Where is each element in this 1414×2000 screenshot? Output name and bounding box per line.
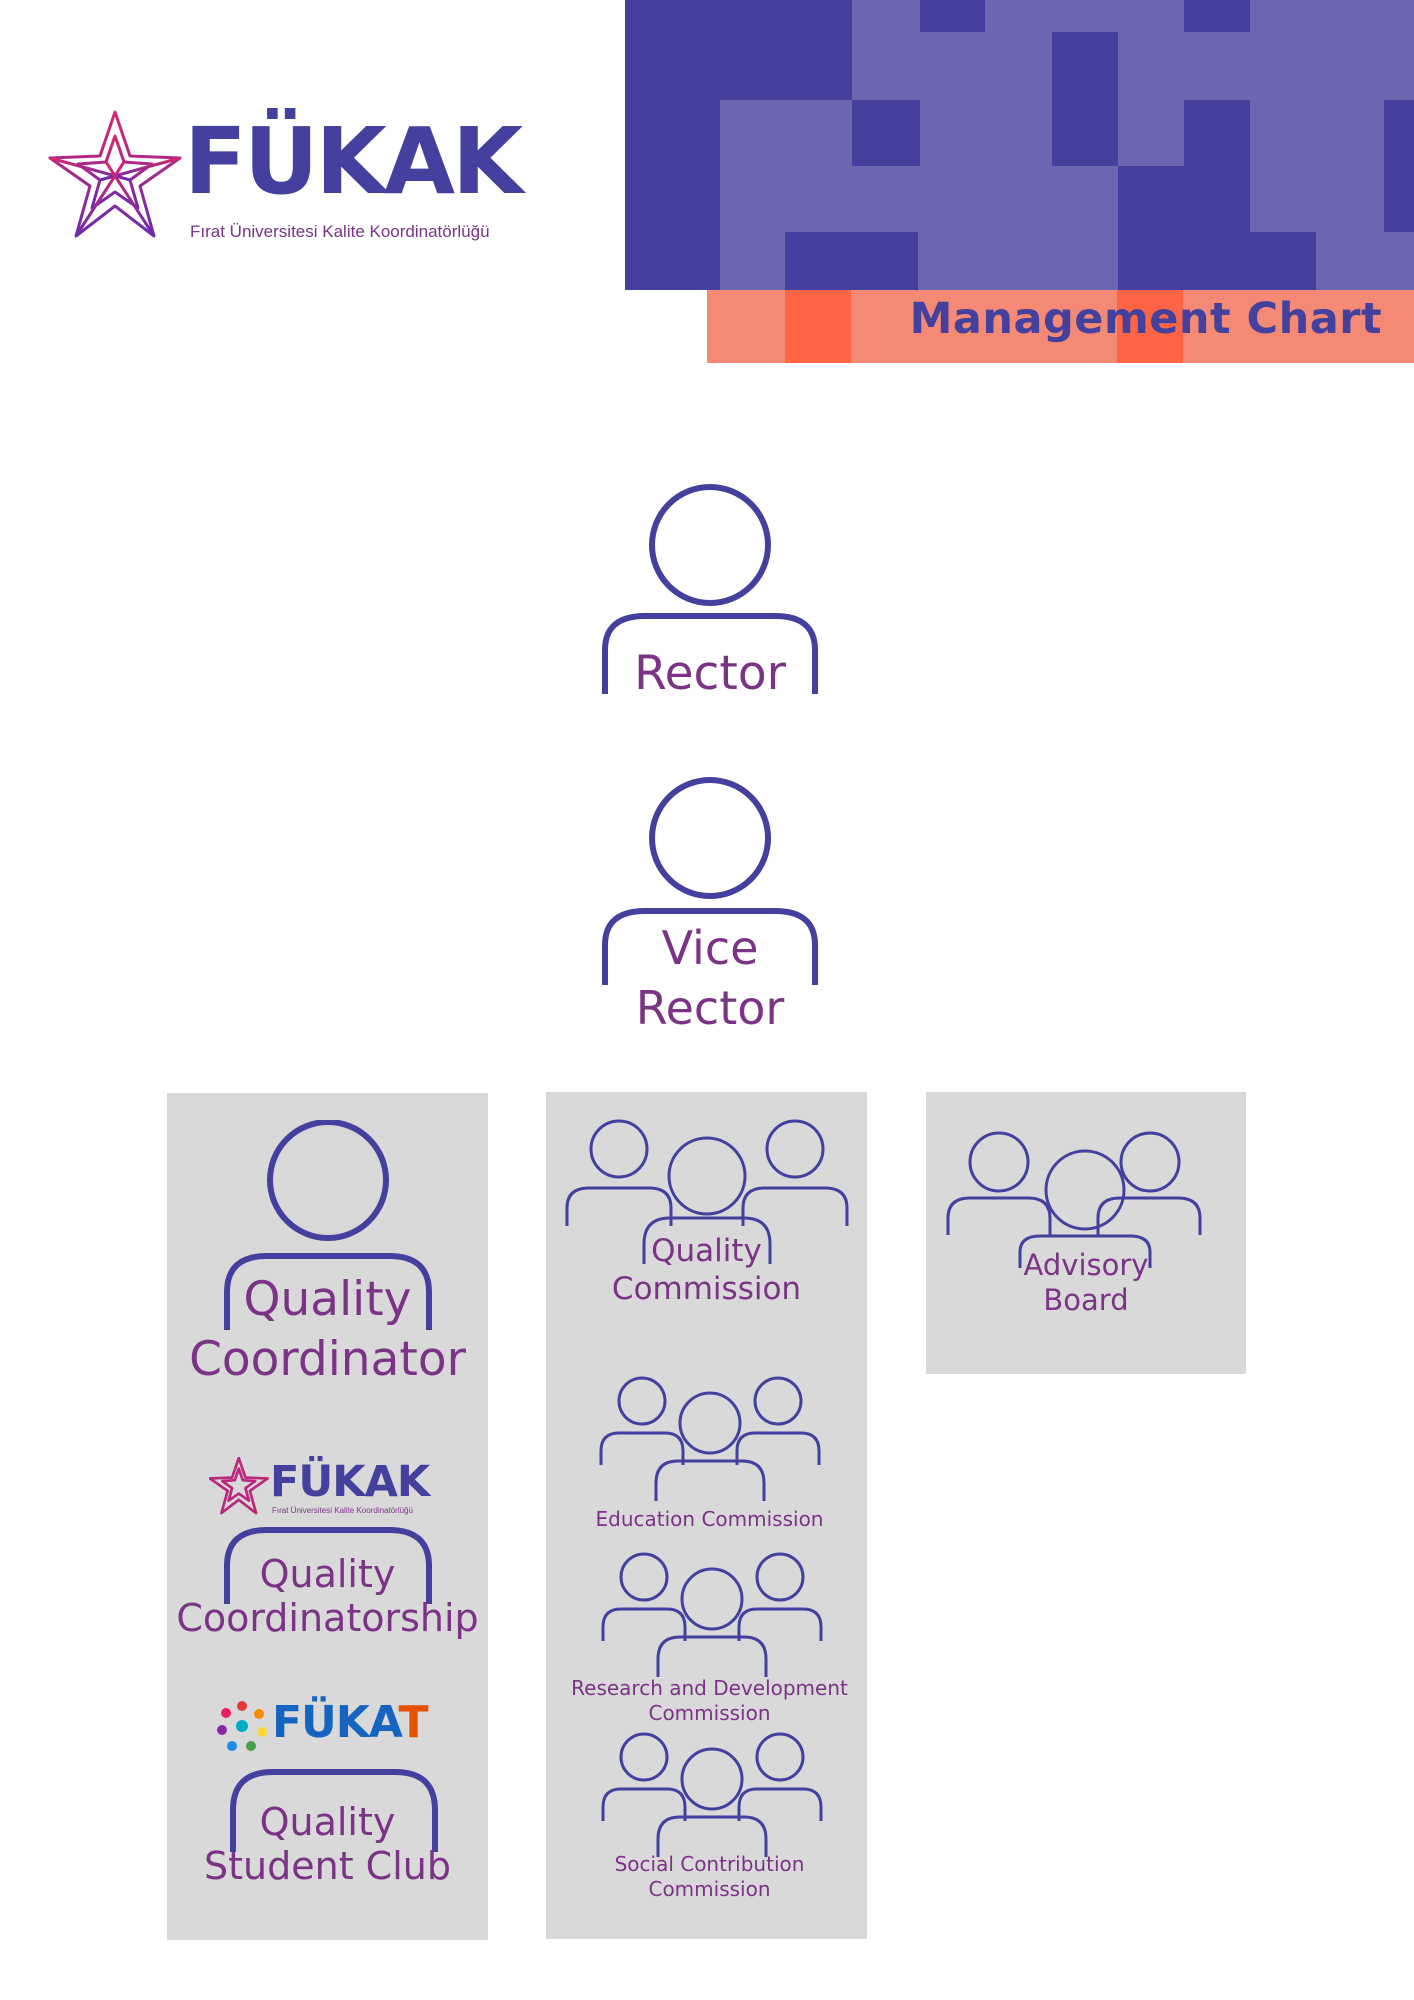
advisory-board-line2: Board [1043,1283,1129,1317]
fukat-logo-main: FÜKA [272,1697,400,1748]
quality-commission-label: Quality Commission [546,1232,867,1308]
rector-person-icon [602,484,818,694]
vice-rector-line2: Rector [635,981,785,1035]
quality-coordinator-label: Quality Coordinator [167,1270,488,1390]
page-title: Management Chart [909,294,1382,344]
social-commission-group-icon [601,1732,823,1857]
star-logo-icon [48,110,182,238]
social-commission-line1: Social Contribution [614,1852,805,1876]
vice-rector-person-icon [602,777,818,985]
student-club-label: Quality Student Club [167,1800,488,1888]
coordinatorship-shoulders-icon [224,1527,432,1604]
education-commission-group-icon [599,1376,821,1501]
logo-wordmark: FÜKAK [184,108,523,215]
vice-rector-line1: Vice [661,921,759,975]
mini-logo-subtitle: Fırat Üniversitesi Kalite Koordinatörlüğ… [272,1506,413,1515]
research-commission-line1: Research and Development [571,1676,848,1700]
advisory-board-group-icon [946,1131,1202,1268]
social-commission-line2: Commission [648,1877,771,1901]
header-mosaic [625,0,1414,290]
fukat-logo-last: T [398,1697,429,1748]
coordinatorship-label: Quality Coordinatorship [167,1552,488,1640]
mini-star-logo-icon [209,1457,269,1515]
rector-label: Rector [634,646,786,701]
research-commission-label: Research and Development Commission [546,1676,873,1726]
quality-commission-line2: Commission [611,1271,802,1307]
advisory-board-line1: Advisory [1023,1248,1149,1282]
quality-coordinator-line1: Quality [243,1272,412,1327]
fukat-people-logo-icon [217,1701,267,1751]
quality-commission-line1: Quality [651,1233,762,1269]
title-banner: Management Chart [707,290,1414,363]
advisory-board-label: Advisory Board [926,1248,1246,1318]
coordinatorship-line1: Quality [259,1552,396,1596]
quality-coordinator-line2: Coordinator [189,1332,466,1387]
research-commission-line2: Commission [648,1701,771,1725]
student-club-line2: Student Club [204,1844,451,1888]
mini-logo-wordmark: FÜKAK [270,1457,430,1507]
vice-rector-label: Vice Rector [600,918,820,1038]
banner-background [707,290,1414,363]
social-commission-label: Social Contribution Commission [546,1852,873,1902]
research-commission-group-icon [601,1552,823,1677]
logo-subtitle: Fırat Üniversitesi Kalite Koordinatörlüğ… [190,222,490,241]
student-club-line1: Quality [259,1800,396,1844]
coordinatorship-line2: Coordinatorship [176,1596,479,1640]
fukat-logo-wordmark: FÜKAT [272,1697,429,1748]
quality-commission-group-icon [565,1119,849,1264]
education-commission-label: Education Commission [595,1507,824,1531]
student-club-shoulders-icon [230,1769,438,1852]
commission-panel [546,1092,867,1939]
quality-coordinator-person-icon [224,1120,432,1330]
